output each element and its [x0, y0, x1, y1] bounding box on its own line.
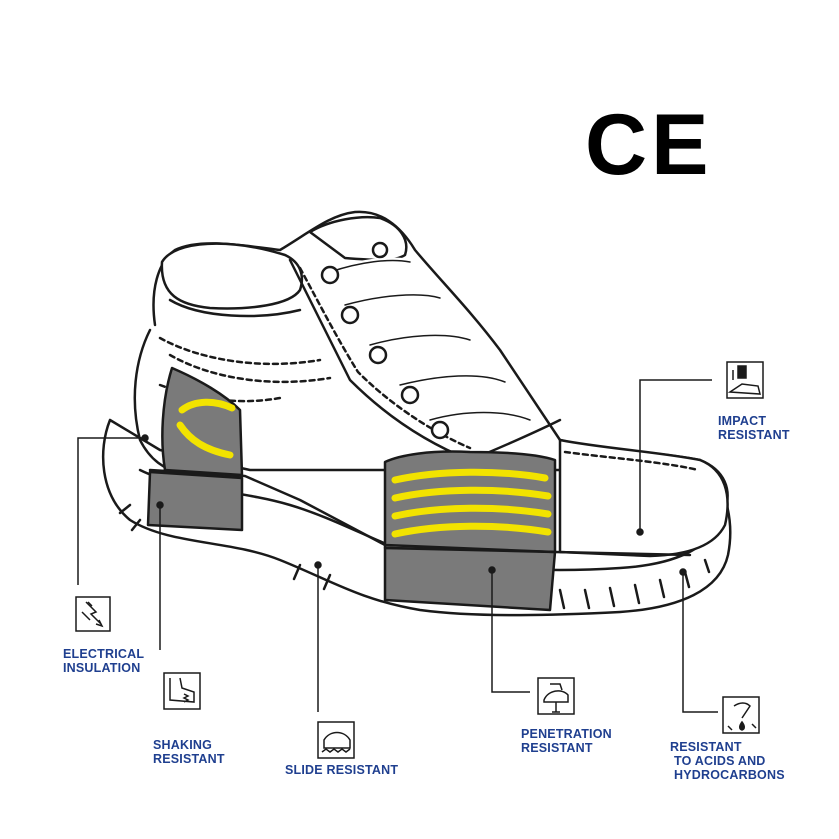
eyelet [370, 347, 386, 363]
falling-weight-on-boot-icon [727, 362, 763, 398]
shock-absorbing-heel-icon [164, 673, 200, 709]
chemical-drop-icon [723, 697, 759, 733]
label-line: SLIDE RESISTANT [285, 763, 398, 777]
label-line: SHAKING [153, 738, 225, 752]
eyelet [373, 243, 387, 257]
acids-hydrocarbons-label: RESISTANT TO ACIDS AND HYDROCARBONS [670, 740, 785, 782]
label-line: RESISTANT [153, 752, 225, 766]
label-line: ELECTRICAL [63, 647, 144, 661]
label-line: TO ACIDS AND [670, 754, 785, 768]
eyelet [402, 387, 418, 403]
shaking-resistant-label: SHAKING RESISTANT [153, 738, 225, 766]
label-line: PENETRATION [521, 727, 612, 741]
penetration-resistant-label: PENETRATION RESISTANT [521, 727, 612, 755]
toe-cap [560, 440, 728, 556]
heel-midsole-gray [148, 472, 242, 530]
label-line: RESISTANT [521, 741, 612, 755]
label-line: IMPACT [718, 414, 790, 428]
slide-resistant-label: SLIDE RESISTANT [285, 763, 398, 777]
nail-penetration-icon [538, 678, 574, 714]
label-line: RESISTANT [670, 740, 785, 754]
forefoot-midsole-gray [385, 548, 555, 610]
slip-resistant-sole-icon [318, 722, 354, 758]
eyelet [342, 307, 358, 323]
electrical-insulation-label: ELECTRICAL INSULATION [63, 647, 144, 675]
eyelet [322, 267, 338, 283]
label-line: RESISTANT [718, 428, 790, 442]
impact-resistant-label: IMPACT RESISTANT [718, 414, 790, 442]
forefoot-gray-panel [385, 452, 555, 552]
label-line: HYDROCARBONS [670, 768, 785, 782]
collar [162, 244, 302, 309]
heel-gray-panel [162, 368, 242, 475]
label-line: INSULATION [63, 661, 144, 675]
eyelet [432, 422, 448, 438]
lightning-bolt-icon [76, 597, 110, 631]
